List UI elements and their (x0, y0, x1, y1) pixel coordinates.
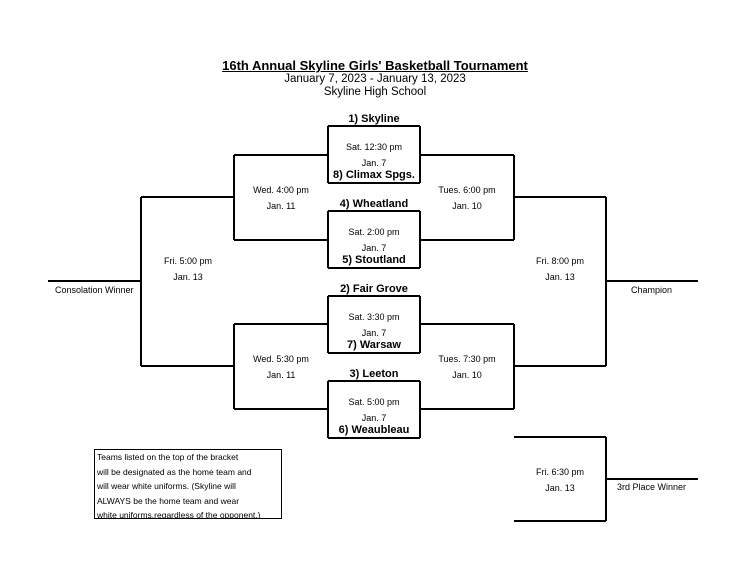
consolation-semi-bottom-info: Wed. 5:30 pm Jan. 11 (236, 351, 326, 383)
game-time: Sat. 5:00 pm (348, 397, 400, 407)
game-4-info: Sat. 5:00 pm Jan. 7 (329, 394, 419, 426)
team-climax-springs: 8) Climax Spgs. (333, 169, 415, 181)
champion-label: Champion (631, 285, 673, 295)
game-time: Wed. 4:00 pm (253, 185, 309, 195)
championship-final-info: Fri. 8:00 pm Jan. 13 (515, 253, 605, 285)
game-time: Tues. 7:30 pm (438, 354, 496, 364)
game-time: Tues. 6:00 pm (438, 185, 496, 195)
team-fair-grove: 2) Fair Grove (340, 283, 408, 295)
game-time: Wed. 5:30 pm (253, 354, 309, 364)
game-date: Jan. 10 (452, 201, 482, 211)
team-wheatland: 4) Wheatland (339, 198, 409, 210)
team-warsaw: 7) Warsaw (346, 339, 401, 351)
game-date: Jan. 13 (545, 483, 575, 493)
third-place-game-info: Fri. 6:30 pm Jan. 13 (515, 464, 605, 496)
home-team-note: Teams listed on the top of the bracket w… (94, 449, 282, 519)
team-stoutland: 5) Stoutland (342, 254, 406, 266)
semifinal-bottom-info: Tues. 7:30 pm Jan. 10 (422, 351, 512, 383)
consolation-winner-label: Consolation Winner (55, 285, 134, 295)
game-1-info: Sat. 12:30 pm Jan. 7 (329, 139, 419, 171)
game-time: Fri. 5:00 pm (163, 256, 212, 266)
game-date: Jan. 7 (361, 243, 387, 253)
game-time: Fri. 6:30 pm (535, 467, 584, 477)
game-date: Jan. 7 (361, 328, 387, 338)
game-date: Jan. 7 (361, 158, 387, 168)
game-date: Jan. 13 (173, 272, 203, 282)
third-place-winner-label: 3rd Place Winner (617, 482, 687, 492)
game-time: Fri. 8:00 pm (535, 256, 584, 266)
game-date: Jan. 11 (266, 201, 296, 211)
team-skyline: 1) Skyline (348, 113, 400, 125)
tournament-location: Skyline High School (323, 86, 427, 98)
game-time: Sat. 2:00 pm (348, 227, 400, 237)
game-time: Sat. 12:30 pm (345, 142, 403, 152)
tournament-dates: January 7, 2023 - January 13, 2023 (284, 73, 466, 85)
game-date: Jan. 11 (266, 370, 296, 380)
game-3-info: Sat. 3:30 pm Jan. 7 (329, 309, 419, 341)
game-date: Jan. 13 (545, 272, 575, 282)
game-time: Sat. 3:30 pm (348, 312, 400, 322)
game-2-info: Sat. 2:00 pm Jan. 7 (329, 224, 419, 256)
team-leeton: 3) Leeton (349, 368, 399, 380)
semifinal-top-info: Tues. 6:00 pm Jan. 10 (422, 182, 512, 214)
game-date: Jan. 7 (361, 413, 387, 423)
tournament-title: 16th Annual Skyline Girls' Basketball To… (222, 58, 528, 73)
team-weaubleau: 6) Weaubleau (338, 424, 410, 436)
consolation-final-info: Fri. 5:00 pm Jan. 13 (143, 253, 233, 285)
game-date: Jan. 10 (452, 370, 482, 380)
consolation-semi-top-info: Wed. 4:00 pm Jan. 11 (236, 182, 326, 214)
